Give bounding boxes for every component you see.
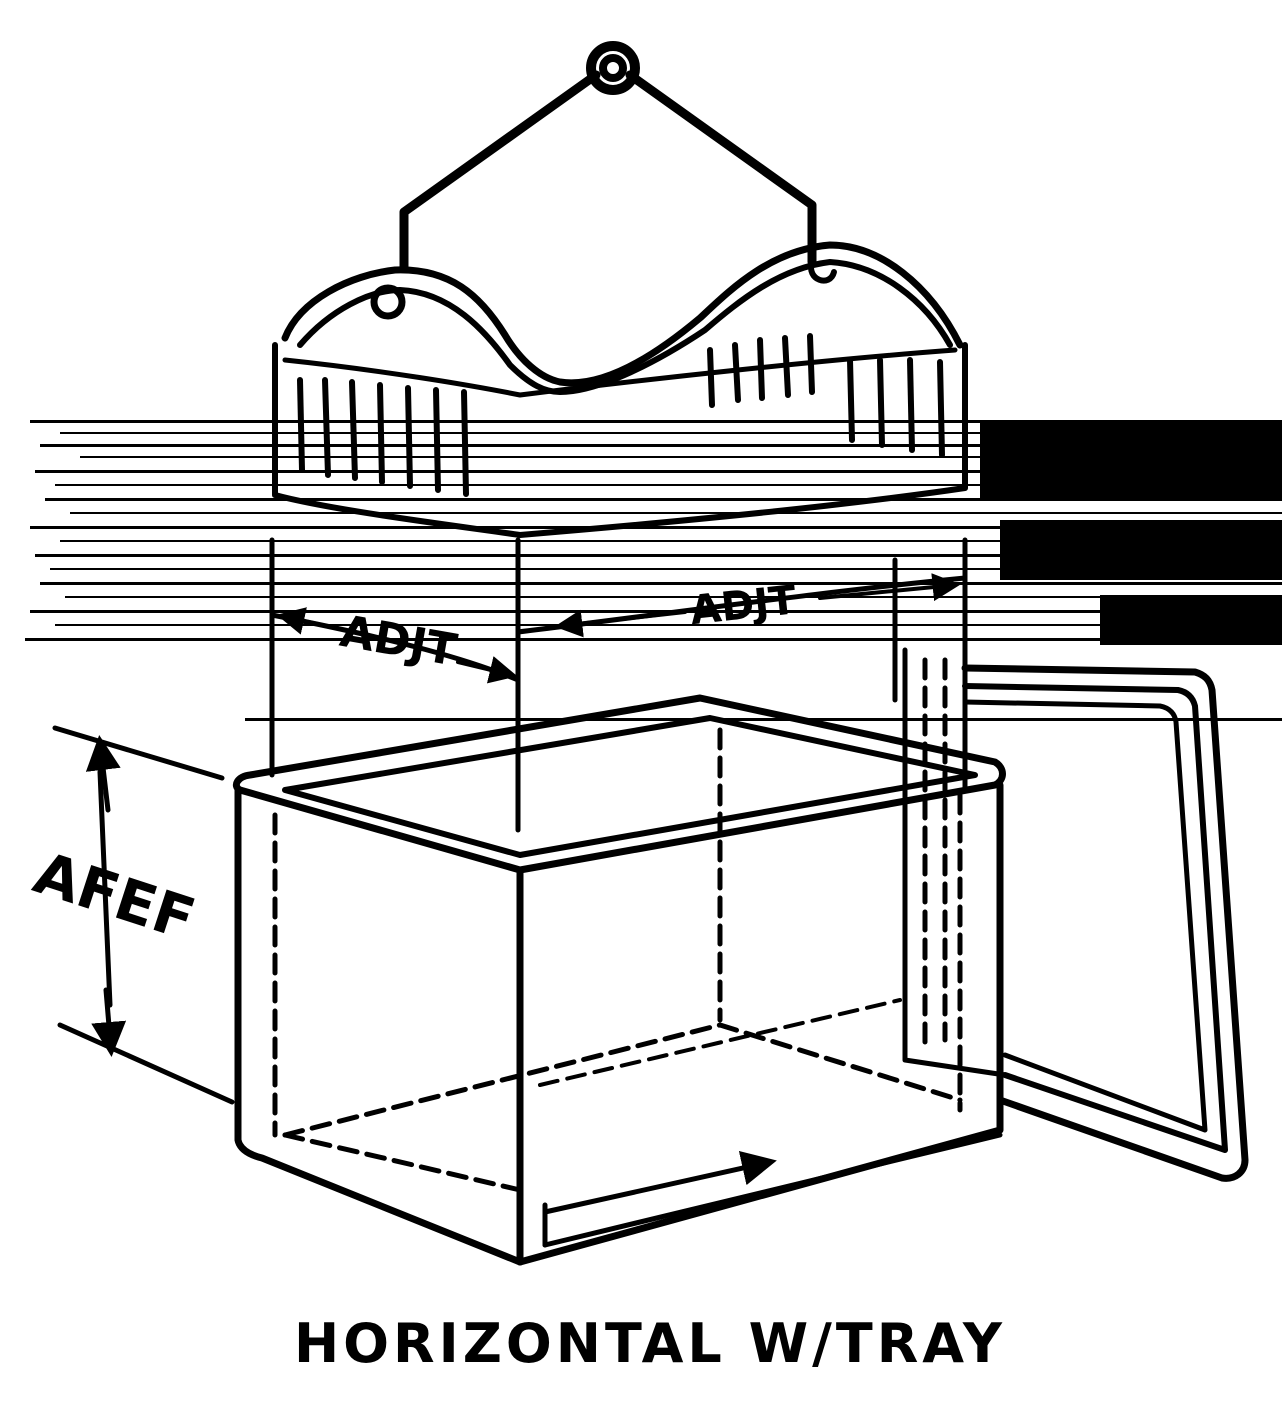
adjust-label-right: ADJT xyxy=(688,577,799,634)
tray-box xyxy=(232,694,1006,1266)
scan-streaks xyxy=(25,420,1282,721)
adjust-arrows xyxy=(276,573,961,684)
height-dimension xyxy=(52,725,235,1105)
carry-handle xyxy=(902,647,1249,1182)
canopy-pleats xyxy=(297,333,945,497)
height-label: AFEF xyxy=(26,838,203,953)
canopy-hood xyxy=(272,241,968,538)
hanging-bail xyxy=(399,41,837,284)
adjust-label-left: ADJT xyxy=(336,606,460,677)
hanging-ring xyxy=(586,41,640,95)
rivet-icon xyxy=(370,284,406,320)
figure-caption: HORIZONTAL W/TRAY xyxy=(294,1312,1006,1375)
